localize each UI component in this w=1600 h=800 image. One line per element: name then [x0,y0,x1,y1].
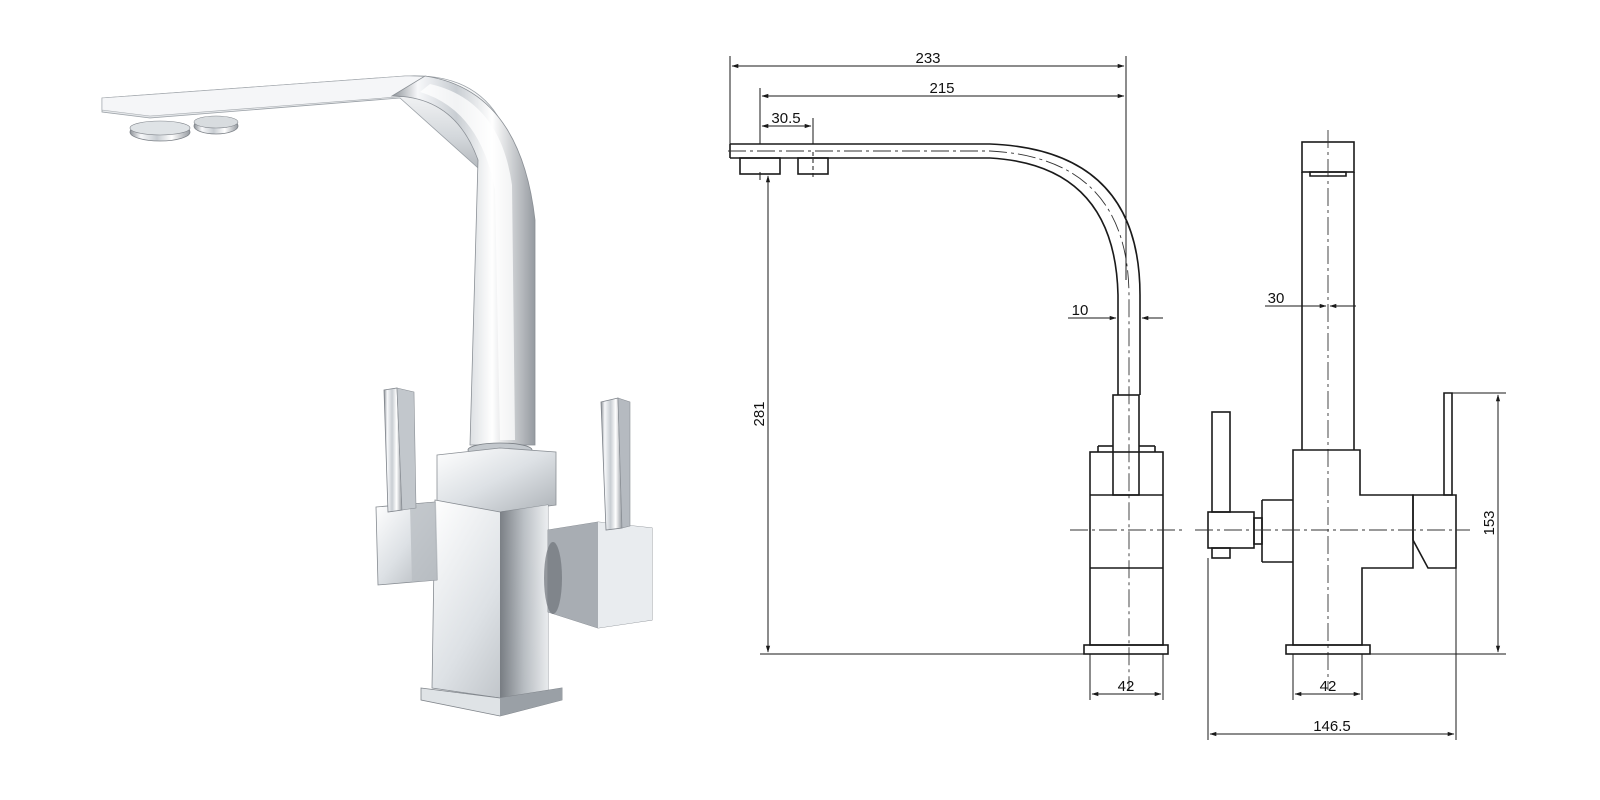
dim-lever-span: 146.5 [1313,718,1351,735]
faucet-photo [101,75,653,717]
dim-spout-reach: 215 [929,80,954,97]
right-lever-front [1443,392,1453,496]
valve-body-upper [436,447,557,513]
front-view-drawing: 30 42 153 146.5 [1195,130,1506,740]
valve-body-side [1089,451,1164,646]
dim-outlet-spacing: 30.5 [771,110,800,127]
dim-overall-reach: 233 [915,50,940,67]
dim-overall-height: 281 [751,401,768,426]
valve-body-front [1292,449,1414,646]
side-view-drawing: 233 215 30.5 10 281 42 [728,50,1185,700]
left-lever-front [1211,411,1231,513]
dim-spout-width: 30 [1268,290,1285,307]
dim-spout-thickness: 10 [1072,302,1089,319]
dim-body-width-side: 42 [1118,678,1135,695]
dim-body-width-front: 42 [1320,678,1337,695]
dim-lever-height: 153 [1481,510,1498,535]
outlet-1-side [739,157,781,175]
